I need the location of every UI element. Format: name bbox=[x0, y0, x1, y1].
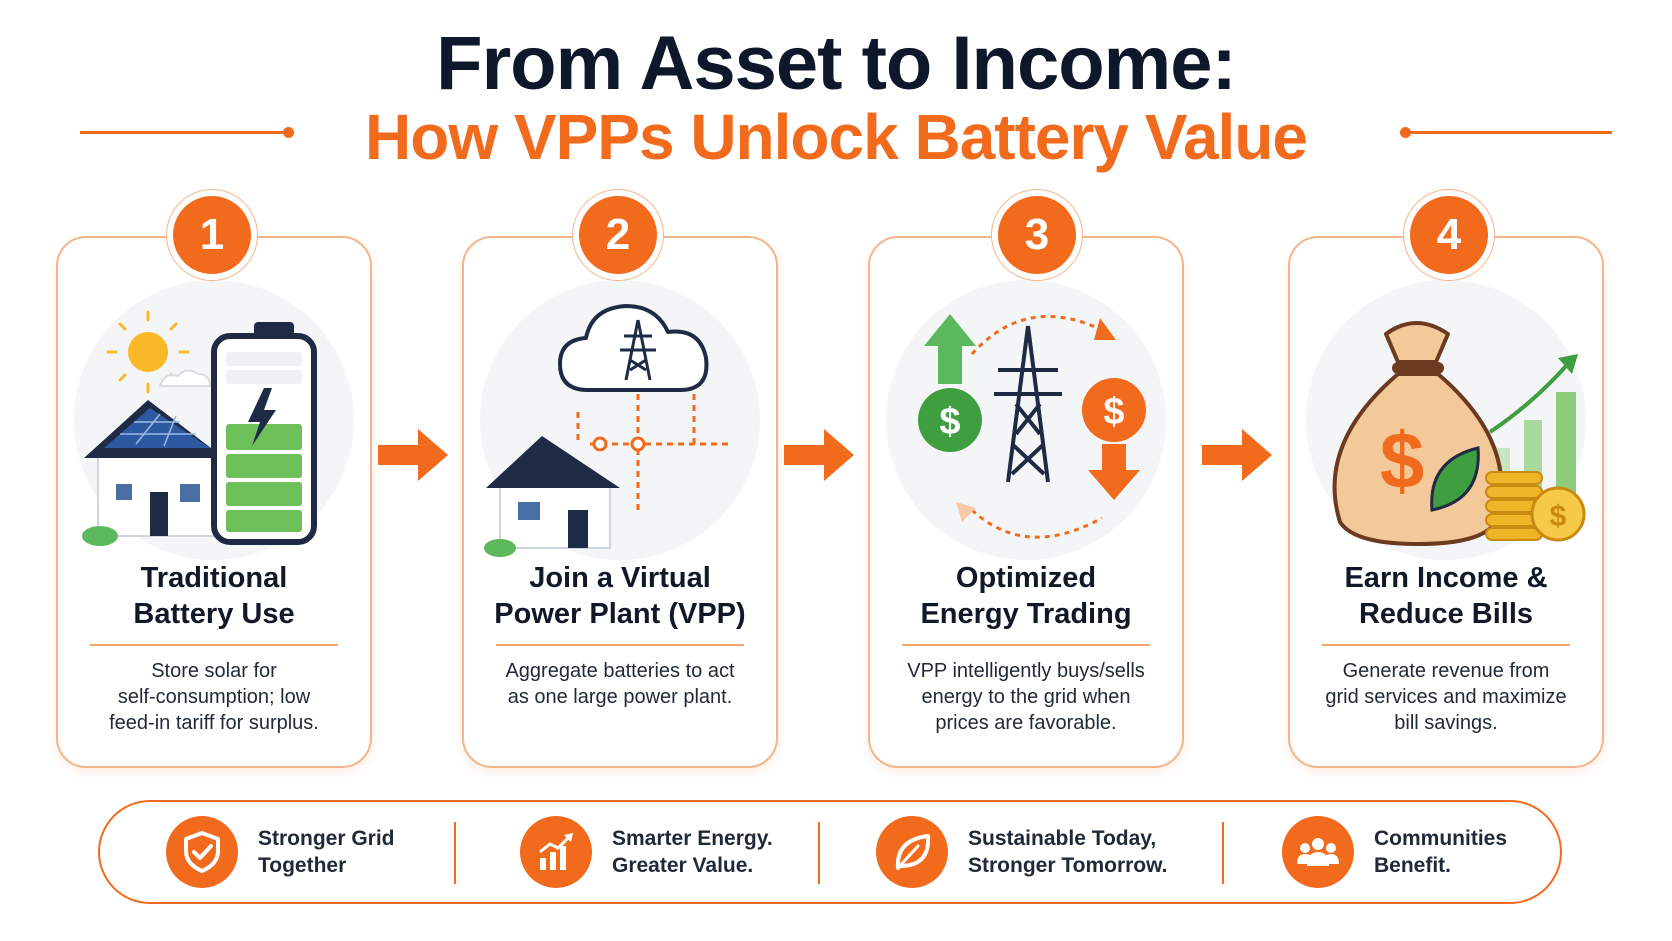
step-2-number-badge: 2 bbox=[573, 190, 663, 280]
bar-chart-icon bbox=[539, 833, 573, 870]
arrow-right-icon bbox=[784, 429, 854, 481]
step-3-description: VPP intelligently buys/sells energy to t… bbox=[907, 660, 1145, 734]
sun-icon bbox=[106, 310, 212, 394]
power-tower-icon bbox=[994, 325, 1062, 483]
step-card-3: $ $ Optimized Energy Trading VPP intelli… bbox=[868, 236, 1184, 768]
step-card-4: $ $ Earn Income & Reduce Bills Generate … bbox=[1288, 236, 1604, 768]
step-4-illustration: $ $ bbox=[1332, 321, 1586, 546]
title-rule-right bbox=[1400, 127, 1612, 138]
people-icon bbox=[1297, 838, 1339, 866]
step-1-title: Traditional Battery Use bbox=[133, 562, 295, 630]
step-4-description: Generate revenue from grid services and … bbox=[1325, 660, 1567, 734]
svg-text:$: $ bbox=[1380, 416, 1425, 505]
step-2-description: Aggregate batteries to act as one large … bbox=[505, 660, 735, 708]
leaf-icon bbox=[895, 834, 931, 870]
step-1-description: Store solar for self-consumption; low fe… bbox=[109, 660, 319, 734]
step-card-2: Join a Virtual Power Plant (VPP) Aggrega… bbox=[462, 236, 778, 768]
cloud-tower-icon bbox=[558, 304, 709, 392]
svg-text:$: $ bbox=[1103, 391, 1124, 433]
shield-check-icon bbox=[184, 831, 220, 873]
svg-text:$: $ bbox=[1550, 500, 1567, 533]
house-icon bbox=[484, 436, 620, 557]
step-4-number-badge: 4 bbox=[1404, 190, 1494, 280]
battery-icon bbox=[211, 322, 317, 545]
step-4-title: Earn Income & Reduce Bills bbox=[1344, 562, 1548, 630]
step-1-illustration bbox=[82, 310, 317, 546]
benefits-banner: Stronger Grid Together Smarter Energy. G… bbox=[98, 800, 1562, 904]
solar-house-icon bbox=[82, 400, 224, 546]
page-subtitle: How VPPs Unlock Battery Value bbox=[365, 101, 1308, 173]
step-card-1: Traditional Battery Use Store solar for … bbox=[56, 236, 372, 768]
step-3-illustration: $ $ bbox=[918, 314, 1146, 539]
step-1-number-badge: 1 bbox=[167, 190, 257, 280]
step-3-number-badge: 3 bbox=[992, 190, 1082, 280]
coin-stack-icon: $ bbox=[1485, 471, 1586, 542]
step-2-title: Join a Virtual Power Plant (VPP) bbox=[494, 562, 746, 630]
arrow-right-icon bbox=[1202, 429, 1272, 481]
svg-text:$: $ bbox=[939, 401, 960, 443]
sell-dollar-icon: $ bbox=[1082, 378, 1146, 500]
title-rule-left bbox=[80, 127, 294, 138]
step-3-title: Optimized Energy Trading bbox=[920, 562, 1132, 630]
step-2-illustration bbox=[484, 304, 730, 557]
arrow-right-icon bbox=[378, 429, 448, 481]
money-bag-icon: $ bbox=[1332, 321, 1504, 546]
buy-dollar-icon: $ bbox=[918, 314, 982, 452]
page-title: From Asset to Income: bbox=[436, 21, 1237, 106]
